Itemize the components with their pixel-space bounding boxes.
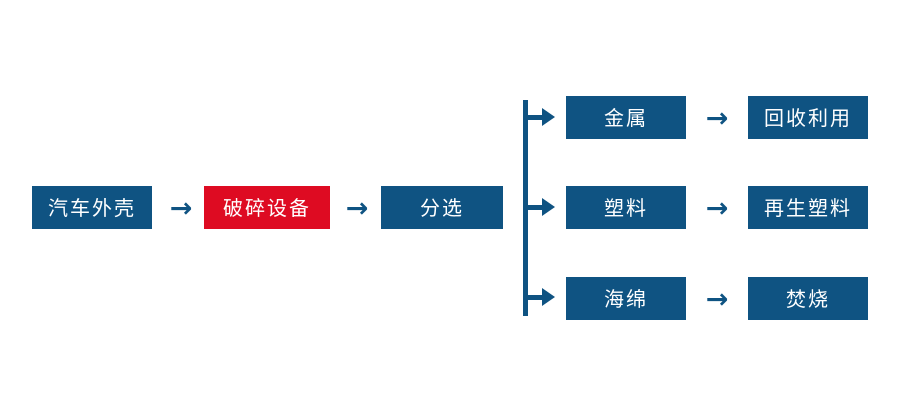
node-branch-metal-label: 金属 [604, 105, 648, 130]
node-result-metal[interactable]: 回收利用 [748, 96, 868, 139]
node-result-plastic[interactable]: 再生塑料 [748, 186, 868, 229]
node-source-label: 汽车外壳 [48, 195, 136, 220]
node-result-plastic-label: 再生塑料 [764, 195, 852, 220]
arrow-plastic-to-result: → [700, 194, 734, 222]
node-sorting[interactable]: 分选 [381, 186, 503, 229]
node-branch-plastic-label: 塑料 [604, 195, 648, 220]
branch-arrowhead-metal [542, 108, 555, 126]
node-branch-metal[interactable]: 金属 [566, 96, 686, 139]
node-result-metal-label: 回收利用 [764, 105, 852, 130]
node-branch-sponge[interactable]: 海绵 [566, 277, 686, 320]
branch-stub-plastic [523, 205, 545, 210]
node-crusher-label: 破碎设备 [223, 195, 311, 220]
branch-arrowhead-plastic [542, 198, 555, 216]
branch-stub-metal [523, 115, 545, 120]
arrow-right-icon: → [705, 283, 729, 315]
arrow-right-icon: → [705, 192, 729, 224]
node-result-sponge[interactable]: 焚烧 [748, 277, 868, 320]
branch-stub-sponge [523, 295, 545, 300]
arrow-sponge-to-result: → [700, 285, 734, 313]
arrow-right-icon: → [345, 192, 369, 224]
arrow-source-to-crusher: → [164, 194, 198, 222]
node-crusher[interactable]: 破碎设备 [204, 186, 330, 229]
arrow-crusher-to-sorting: → [340, 194, 374, 222]
node-source[interactable]: 汽车外壳 [32, 186, 152, 229]
node-sorting-label: 分选 [420, 195, 464, 220]
arrow-right-icon: → [705, 102, 729, 134]
branch-arrowhead-sponge [542, 288, 555, 306]
arrow-right-icon: → [169, 192, 193, 224]
node-branch-sponge-label: 海绵 [604, 286, 648, 311]
node-branch-plastic[interactable]: 塑料 [566, 186, 686, 229]
arrow-metal-to-result: → [700, 104, 734, 132]
node-result-sponge-label: 焚烧 [786, 286, 830, 311]
